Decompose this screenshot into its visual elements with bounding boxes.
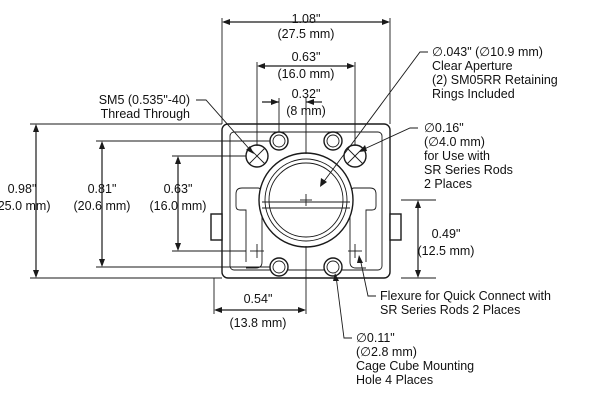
overall-width-imperial: 1.08" (292, 12, 321, 26)
flexure-rod-right (348, 244, 362, 258)
flexure-callout-line2: SR Series Rods 2 Places (380, 303, 520, 317)
flexure-callout-line1: Flexure for Quick Connect with (380, 289, 551, 303)
center-height-imperial: 0.49" (432, 227, 461, 241)
rod-hole-height-metric: (20.6 mm) (74, 199, 131, 213)
dim-cage-height (175, 156, 181, 251)
rod-holes-callout-line1: ∅0.16" (424, 121, 464, 135)
dim-center-hole (262, 99, 322, 105)
clear-aperture (258, 152, 354, 248)
dim-overall-height (33, 124, 39, 278)
dim-overall-width (222, 19, 390, 25)
mounting-hole-callout-line1: ∅0.11" (356, 331, 395, 345)
mounting-hole-bottom-left (269, 257, 289, 277)
right-tab (389, 213, 402, 241)
mounting-hole-callout-line3: Cage Cube Mounting (356, 359, 474, 373)
mounting-hole-top-right (323, 131, 343, 151)
left-tab (210, 213, 223, 241)
mounting-hole-top-left (269, 131, 289, 151)
aperture-callout-line3: (2) SM05RR Retaining (432, 73, 558, 87)
mounting-hole-callout-line2: (∅2.8 mm) (356, 345, 417, 359)
rod-spacing-metric: (16.0 mm) (278, 67, 335, 81)
mounting-hole-callout-line4: Hole 4 Places (356, 373, 433, 387)
aperture-callout-line2: Clear Aperture (432, 59, 513, 73)
center-hole-imperial: 0.32" (292, 87, 321, 101)
center-height-metric: (12.5 mm) (418, 244, 475, 258)
rod-holes-callout-line4: SR Series Rods (424, 163, 513, 177)
leader-lines (196, 51, 428, 339)
rod-hole-height-imperial: 0.81" (88, 182, 117, 196)
dim-bottom-offset (214, 307, 306, 313)
overall-width-metric: (27.5 mm) (278, 27, 335, 41)
thread-callout-line1: SM5 (0.535"-40) (99, 93, 190, 107)
thread-callout-line2: Thread Through (101, 107, 190, 121)
flexure-rod-left (250, 244, 264, 258)
dim-rod-hole-height (99, 141, 105, 267)
mounting-hole-bottom-right (323, 257, 343, 277)
rod-spacing-imperial: 0.63" (292, 50, 321, 64)
extension-lines (30, 18, 436, 314)
rod-holes-callout-line5: 2 Places (424, 177, 472, 191)
dim-center-height (415, 200, 421, 278)
cage-height-metric: (16.0 mm) (150, 199, 207, 213)
bottom-offset-imperial: 0.54" (244, 292, 273, 306)
aperture-callout-line4: Rings Included (432, 87, 515, 101)
overall-height-imperial: 0.98" (8, 182, 37, 196)
rod-holes-callout-line2: (∅4.0 mm) (424, 135, 485, 149)
aperture-callout-line1: ∅.043" (∅10.9 mm) (432, 45, 543, 59)
cage-height-imperial: 0.63" (164, 182, 193, 196)
dim-rod-spacing (257, 63, 355, 69)
bottom-offset-metric: (13.8 mm) (230, 316, 287, 330)
rod-holes-callout-line3: for Use with (424, 149, 490, 163)
center-hole-metric: (8 mm) (286, 104, 326, 118)
overall-height-metric: (25.0 mm) (0, 199, 50, 213)
